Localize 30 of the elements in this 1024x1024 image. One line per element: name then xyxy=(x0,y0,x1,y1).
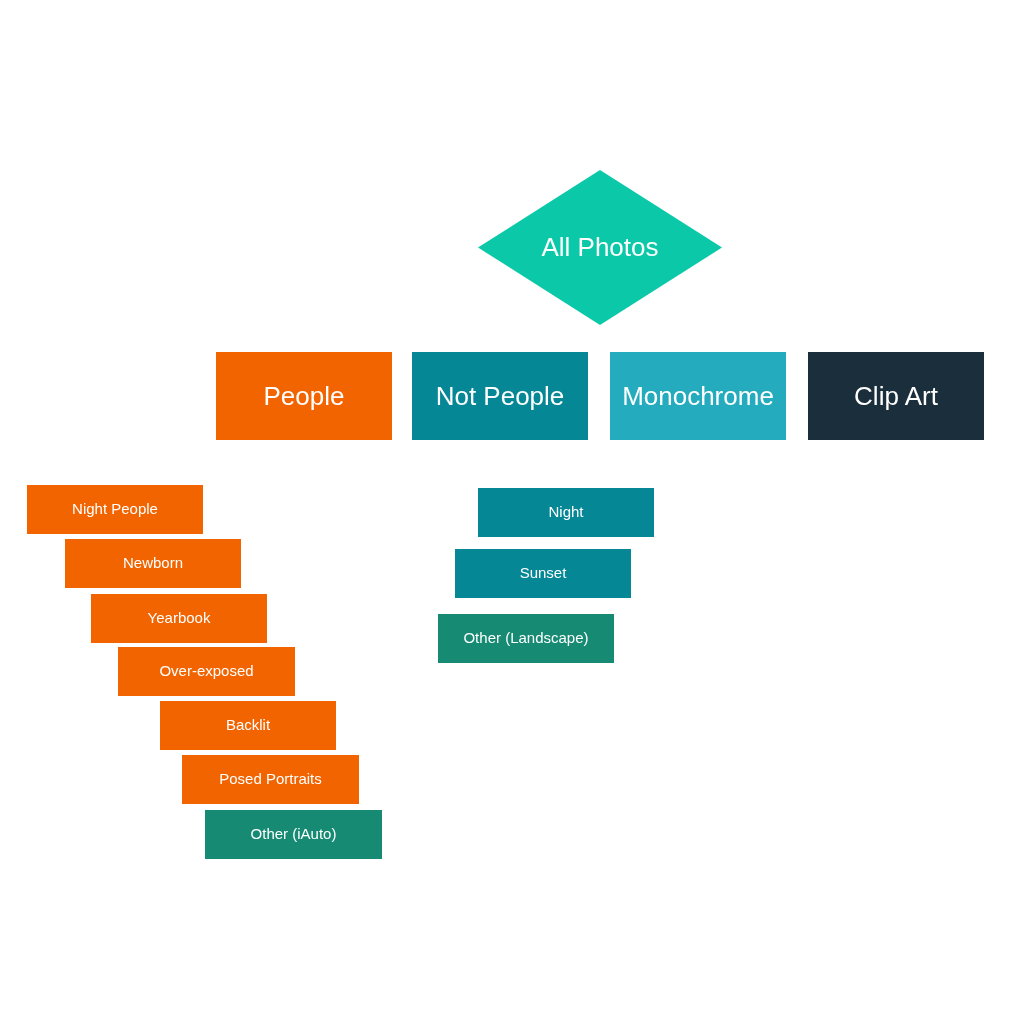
node-label: Backlit xyxy=(225,716,271,735)
node-label: Night People xyxy=(72,500,158,519)
category-box xyxy=(412,352,588,440)
subcategory-box xyxy=(118,647,295,696)
node-label: All Photos xyxy=(541,231,659,264)
node-label: Night xyxy=(548,503,584,522)
subcategory-box xyxy=(182,755,359,804)
category-box xyxy=(610,352,786,440)
subcategory-box xyxy=(438,614,614,663)
category-box xyxy=(216,352,392,440)
subcategory-box xyxy=(160,701,336,750)
node-label: Over-exposed xyxy=(159,662,254,681)
subcategory-box xyxy=(65,539,241,588)
subcategory-box xyxy=(27,485,203,534)
subcategory-box xyxy=(455,549,631,598)
category-box xyxy=(808,352,984,440)
node-label: Newborn xyxy=(123,554,183,573)
subcategory-box xyxy=(205,810,382,859)
node-label: People xyxy=(263,379,345,413)
node-label: Posed Portraits xyxy=(219,770,322,789)
node-label: Not People xyxy=(435,379,565,413)
node-label: Other (iAuto) xyxy=(250,825,337,844)
node-label: Other (Landscape) xyxy=(463,629,589,648)
node-label: Yearbook xyxy=(147,609,211,628)
subcategory-box xyxy=(478,488,654,537)
node-label: Clip Art xyxy=(854,379,938,413)
decision-diamond xyxy=(478,170,722,325)
subcategory-box xyxy=(91,594,267,643)
node-label: Monochrome xyxy=(622,379,774,413)
node-label: Sunset xyxy=(519,564,567,583)
